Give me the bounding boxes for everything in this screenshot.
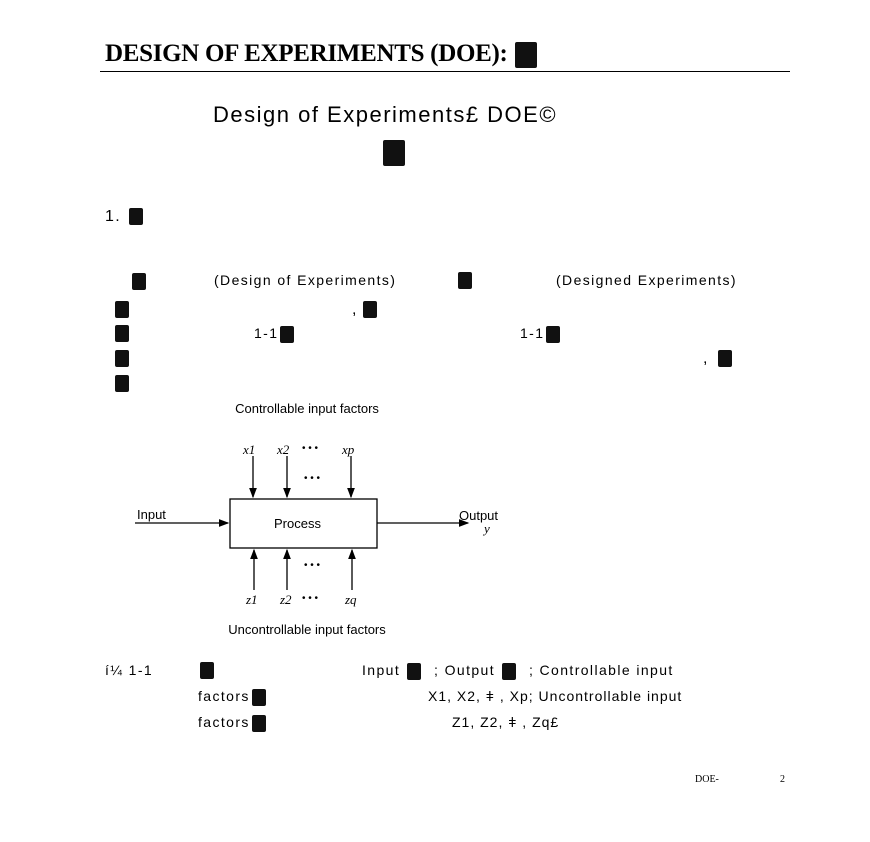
page-header: DESIGN OF EXPERIMENTS (DOE):: [105, 40, 539, 69]
caption-input: Input: [362, 662, 401, 678]
var-z1: z1: [246, 592, 258, 607]
cjk-glyph: ,: [703, 350, 734, 368]
caption-line-3a: factors: [198, 714, 268, 732]
header-rule: [100, 71, 790, 72]
var-zq: zq: [345, 592, 357, 607]
caption-line-1: Input ; Output ; Controllable input: [362, 662, 674, 680]
caption-line-2b: X1, X2, ǂ , Xp; Uncontrollable input: [428, 688, 683, 704]
output-var: y: [484, 521, 490, 536]
cjk-glyph: [515, 42, 538, 69]
uncontrollable-label: Uncontrollable input factors: [228, 622, 386, 637]
var-x2: x2: [277, 442, 290, 457]
cjk-glyph: [198, 662, 216, 680]
fig-ref-text: 1-1: [520, 325, 545, 341]
caption-prefix: í¼ 1-1: [105, 662, 153, 678]
term-doe: (Design of Experiments): [214, 272, 397, 288]
dots: • • •: [302, 593, 319, 604]
footer-label: DOE-: [695, 774, 719, 785]
caption-line-3b: Z1, Z2, ǂ , Zq£: [452, 714, 560, 730]
caption-output: ; Output: [434, 662, 496, 678]
process-label: Process: [274, 516, 321, 531]
page-number: 2: [780, 774, 785, 785]
input-label: Input: [137, 507, 166, 522]
dots: • • •: [304, 560, 321, 571]
caption-number: 1-1: [128, 662, 154, 678]
fig-ref-text: 1-1: [254, 325, 279, 341]
cjk-glyph: [113, 350, 131, 368]
cjk-glyph: [113, 375, 131, 393]
cjk-glyph: ,: [352, 301, 379, 319]
para-line-1: [130, 272, 148, 290]
section-number: 1.: [105, 208, 122, 225]
caption-controllable: ; Controllable input: [528, 662, 674, 678]
dots: • • •: [302, 443, 319, 454]
caption-factors: factors: [198, 714, 250, 730]
cjk-glyph: [113, 301, 131, 319]
dots: • • •: [304, 473, 321, 484]
caption-prefix-text: í¼: [105, 662, 124, 678]
term-designed: (Designed Experiments): [556, 272, 737, 288]
caption-factors: factors: [198, 688, 250, 704]
document-title: Design of Experiments£ DOE©: [213, 102, 558, 127]
cjk-glyph: [456, 272, 474, 290]
var-x1: x1: [243, 442, 256, 457]
cjk-glyph: [381, 140, 407, 166]
output-label: Output: [459, 508, 499, 523]
var-z2: z2: [280, 592, 292, 607]
caption-line-2a: factors: [198, 688, 268, 706]
cjk-glyph: [113, 325, 131, 343]
controllable-label: Controllable input factors: [235, 401, 379, 416]
header-title: DESIGN OF EXPERIMENTS (DOE):: [105, 40, 508, 67]
var-xp: xp: [342, 442, 355, 457]
fig-ref-2: 1-1: [520, 325, 562, 343]
fig-ref-1: 1-1: [254, 325, 296, 343]
section-heading: 1.: [105, 208, 145, 226]
